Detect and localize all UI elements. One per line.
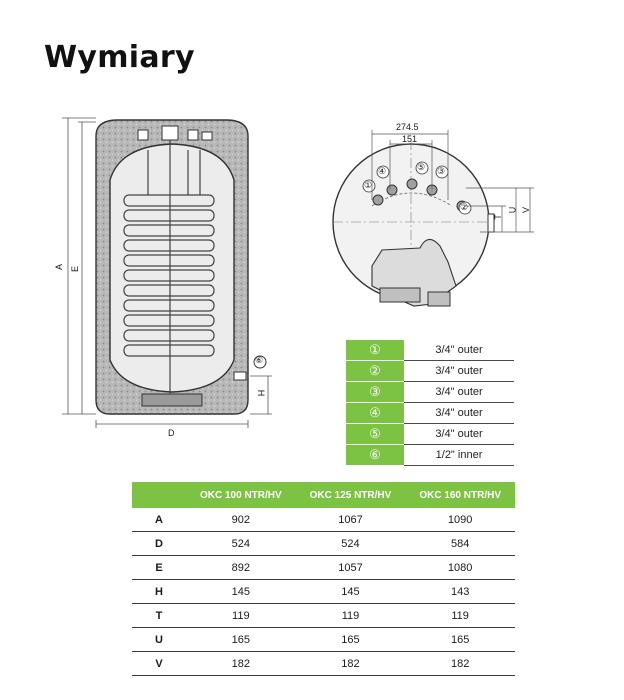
callout-4: ④ (378, 166, 387, 176)
table-row: E 892 1057 1080 (132, 555, 515, 580)
row-label: U (132, 627, 186, 652)
coil (123, 194, 215, 357)
table-row: ① 3/4" outer (346, 340, 514, 361)
label-H: H (256, 389, 267, 397)
connection-number: ④ (346, 402, 404, 424)
connection-value: 3/4" outer (404, 340, 514, 361)
header-cell: OKC 125 NTR/HV (295, 482, 406, 508)
table-cell: 165 (186, 627, 296, 652)
page-title: Wymiary (44, 40, 195, 75)
table-cell: 892 (186, 555, 296, 580)
row-label: T (132, 603, 186, 628)
row-label: V (132, 651, 186, 676)
callout-1: ① (364, 180, 373, 190)
connection-value: 3/4" outer (404, 402, 514, 424)
table-row: H 145 145 143 (132, 579, 515, 604)
table-cell: 145 (295, 579, 406, 604)
callout-3: ③ (437, 166, 446, 176)
label-D: D (168, 428, 175, 438)
table-row: U 165 165 165 (132, 627, 515, 652)
connection-value: 1/2" inner (404, 444, 514, 466)
table-row: D 524 524 584 (132, 531, 515, 556)
dimensions-table: OKC 100 NTR/HV OKC 125 NTR/HV OKC 160 NT… (132, 482, 515, 676)
connection-value: 3/4" outer (404, 360, 514, 382)
table-row: ④ 3/4" outer (346, 402, 514, 424)
table-cell: 1057 (295, 555, 406, 580)
row-label: H (132, 579, 186, 604)
connection-number: ⑤ (346, 423, 404, 445)
header-cell: OKC 160 NTR/HV (405, 482, 515, 508)
table-cell: 1080 (405, 555, 515, 580)
callout-5: ⑤ (417, 162, 426, 172)
table-row: ② 3/4" outer (346, 360, 514, 382)
connection-value: 3/4" outer (404, 381, 514, 403)
dim-inner-width: 151 (402, 134, 418, 144)
row-label: D (132, 531, 186, 556)
label-6: ⑥ (255, 355, 264, 365)
table-cell: 143 (405, 579, 515, 604)
table-cell: 165 (405, 627, 515, 652)
header-cell (132, 482, 186, 508)
connection-number: ② (346, 360, 404, 382)
table-row: ③ 3/4" outer (346, 381, 514, 403)
table-cell: 182 (295, 651, 406, 676)
connection-number: ③ (346, 381, 404, 403)
table-cell: 1067 (295, 508, 406, 532)
connection-number: ⑥ (346, 444, 404, 466)
label-E: E (70, 265, 81, 273)
table-cell: 182 (405, 651, 515, 676)
table-row: V 182 182 182 (132, 651, 515, 676)
table-row: T 119 119 119 (132, 603, 515, 628)
table-cell: 1090 (405, 508, 515, 532)
connections-table: ① 3/4" outer ② 3/4" outer ③ 3/4" outer ④… (346, 340, 514, 466)
table-row: ⑤ 3/4" outer (346, 423, 514, 445)
dim-outer-width: 274.5 (396, 122, 419, 132)
table-cell: 584 (405, 531, 515, 556)
table-cell: 902 (186, 508, 296, 532)
row-label: E (132, 555, 186, 580)
table-cell: 182 (186, 651, 296, 676)
callout-2: ② (460, 202, 469, 212)
table-cell: 119 (186, 603, 296, 628)
table-cell: 119 (295, 603, 406, 628)
label-U: U (507, 206, 518, 214)
table-cell: 524 (186, 531, 296, 556)
connection-number: ① (346, 340, 404, 361)
table-cell: 145 (186, 579, 296, 604)
table-cell: 524 (295, 531, 406, 556)
label-T: T (492, 214, 503, 220)
row-label: A (132, 508, 186, 532)
table-header-row: OKC 100 NTR/HV OKC 125 NTR/HV OKC 160 NT… (132, 482, 515, 508)
header-cell: OKC 100 NTR/HV (186, 482, 296, 508)
label-V: V (521, 206, 532, 214)
table-cell: 165 (295, 627, 406, 652)
label-A: A (54, 263, 65, 271)
connection-value: 3/4" outer (404, 423, 514, 445)
table-row: ⑥ 1/2" inner (346, 444, 514, 466)
table-row: A 902 1067 1090 (132, 508, 515, 532)
table-cell: 119 (405, 603, 515, 628)
